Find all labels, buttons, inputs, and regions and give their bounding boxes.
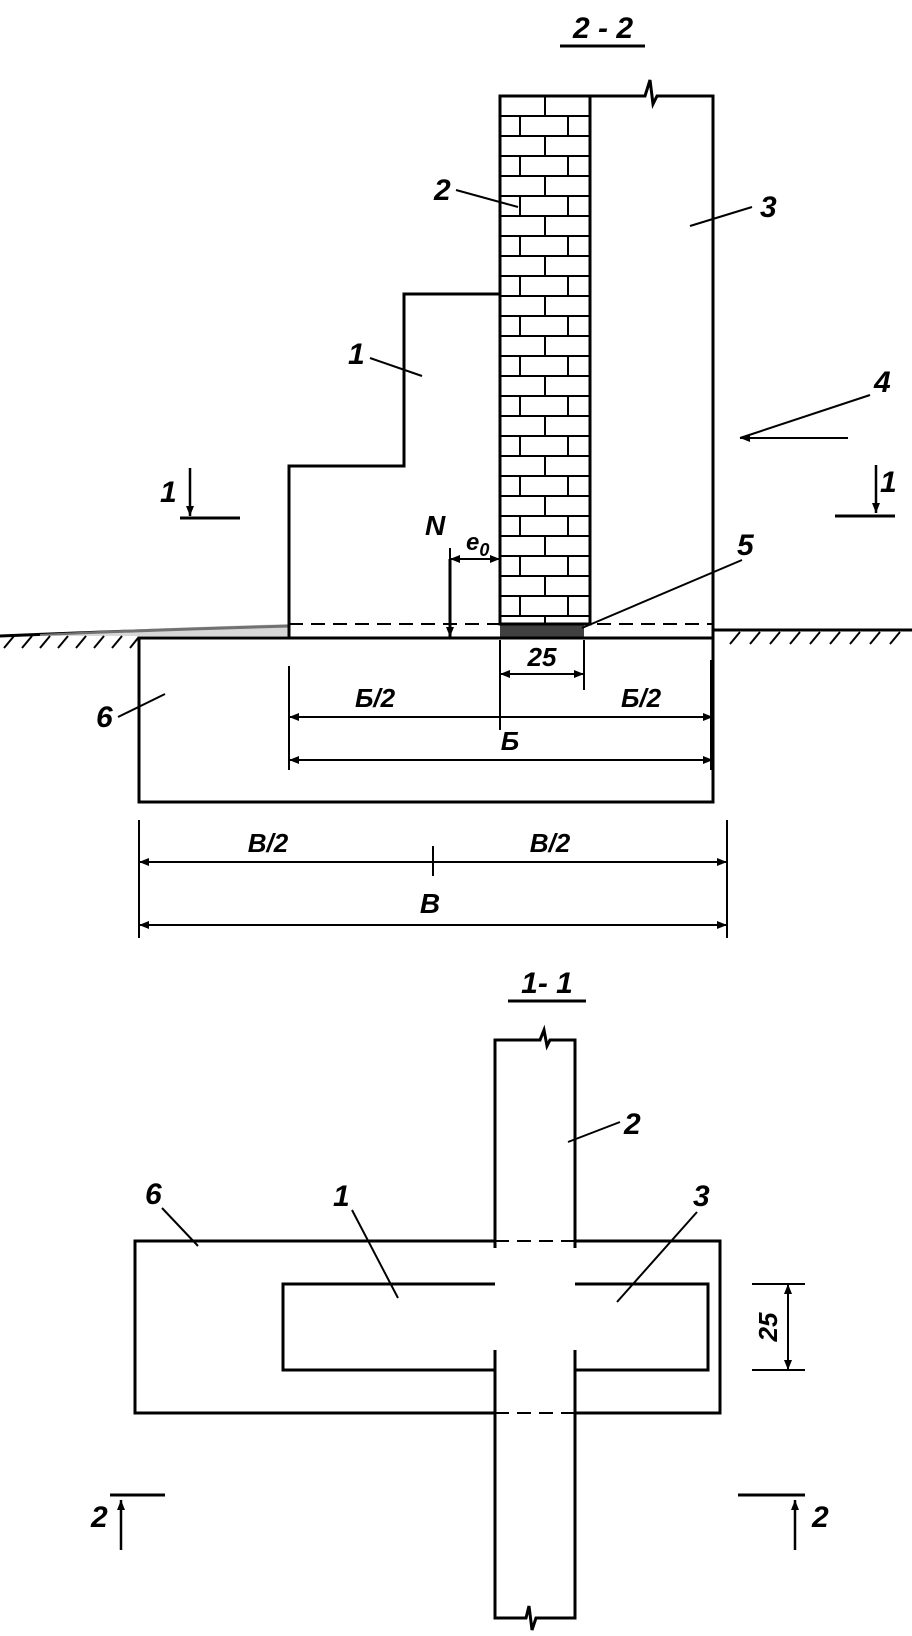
brick-courses — [500, 96, 590, 624]
plan-foundation-outline — [133, 1239, 722, 1415]
dim-b-half-left-label: Б/2 — [355, 683, 396, 713]
plan-dim-25-label: 25 — [753, 1312, 783, 1342]
plan-callout-2: 2 — [623, 1108, 641, 1141]
plan-callout-1: 1 — [333, 1180, 350, 1213]
plan-leader-1 — [351, 1209, 399, 1299]
wall-3-outline — [590, 79, 715, 638]
foundation-slab — [137, 636, 715, 804]
callout-4: 4 — [873, 366, 891, 399]
leader-3 — [689, 206, 753, 227]
leader-6 — [117, 693, 166, 718]
leader-5 — [581, 559, 743, 629]
cut-mark-left-label: 1 — [160, 476, 177, 509]
plan-callout-3: 3 — [693, 1180, 710, 1213]
dim-B-label: В — [420, 888, 440, 919]
section-1-1: 1- 1 25 6 1 2 3 2 2 — [90, 967, 829, 1631]
plan-wall-2-bottom — [493, 1350, 577, 1631]
leader-2 — [455, 189, 519, 208]
dim-B-half-left-label: В/2 — [248, 828, 289, 858]
callout-2: 2 — [433, 174, 451, 207]
bearing-pad — [500, 624, 584, 638]
eccentricity-label: e0 — [466, 529, 489, 560]
plan-callout-6: 6 — [145, 1178, 162, 1211]
plan-pier-3 — [575, 1282, 710, 1372]
callout-1: 1 — [348, 338, 365, 371]
soil-hatch-right — [729, 631, 901, 645]
dim-25-label: 25 — [527, 642, 557, 672]
sand-fill — [40, 624, 290, 636]
callout-6: 6 — [96, 701, 113, 734]
dim-b-half-right-label: Б/2 — [621, 683, 662, 713]
plan-wall-2-top — [493, 1024, 577, 1248]
leader-1 — [369, 357, 423, 377]
load-label: N — [425, 510, 446, 541]
plan-leader-2 — [567, 1121, 621, 1143]
dim-B-half-right-label: В/2 — [530, 828, 571, 858]
dim-b-label: Б — [501, 726, 519, 756]
soil-hatch-left — [3, 635, 139, 649]
section-1-1-title: 1- 1 — [521, 967, 573, 1000]
callout-3: 3 — [760, 191, 777, 224]
section-2-2: 2 - 2 — [0, 12, 912, 938]
cut-mark-right-label: 1 — [880, 466, 897, 499]
callout-5: 5 — [737, 529, 755, 562]
plan-cut-mark-right-label: 2 — [811, 1501, 829, 1534]
plan-pier-1 — [281, 1282, 495, 1372]
plan-cut-mark-left-label: 2 — [90, 1501, 108, 1534]
section-2-2-title: 2 - 2 — [572, 12, 633, 45]
plan-leader-6 — [161, 1207, 199, 1247]
stepped-pilaster — [287, 292, 500, 638]
leader-4-arrow — [739, 394, 871, 439]
plan-leader-3 — [616, 1211, 698, 1303]
